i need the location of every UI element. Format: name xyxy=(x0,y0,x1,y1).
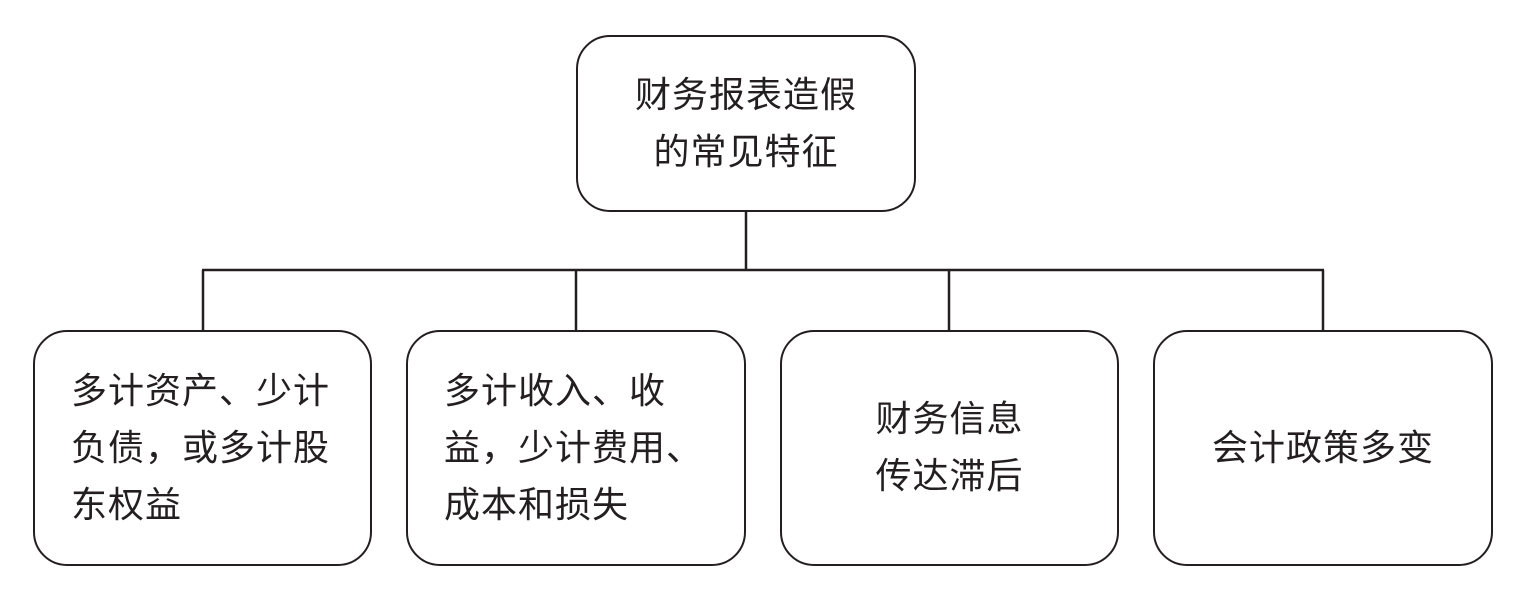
child-node-overstated-income: 多计收入、收 益，少计费用、 成本和损失 xyxy=(406,330,746,566)
child-node-delayed-disclosure: 财务信息 传达滞后 xyxy=(780,330,1119,566)
root-line-1: 财务报表造假 xyxy=(634,74,857,116)
root-line-2: 的常见特征 xyxy=(653,131,839,173)
root-node: 财务报表造假 的常见特征 xyxy=(576,35,916,212)
child-1-line-3: 东权益 xyxy=(71,484,183,526)
child-3-line-1: 财务信息 xyxy=(875,399,1024,440)
child-2-line-1: 多计收入、收 xyxy=(444,370,667,412)
child-node-overstated-assets: 多计资产、少计 负债，或多计股 东权益 xyxy=(33,330,372,566)
child-3-line-2: 传达滞后 xyxy=(875,456,1024,497)
child-2-line-2: 益，少计费用、 xyxy=(444,427,704,469)
child-node-policy-changes: 会计政策多变 xyxy=(1153,330,1493,566)
child-4-line-1: 会计政策多变 xyxy=(1211,427,1434,469)
child-1-line-2: 负债，或多计股 xyxy=(71,427,331,469)
child-1-line-1: 多计资产、少计 xyxy=(71,370,331,412)
child-2-line-3: 成本和损失 xyxy=(444,484,630,526)
